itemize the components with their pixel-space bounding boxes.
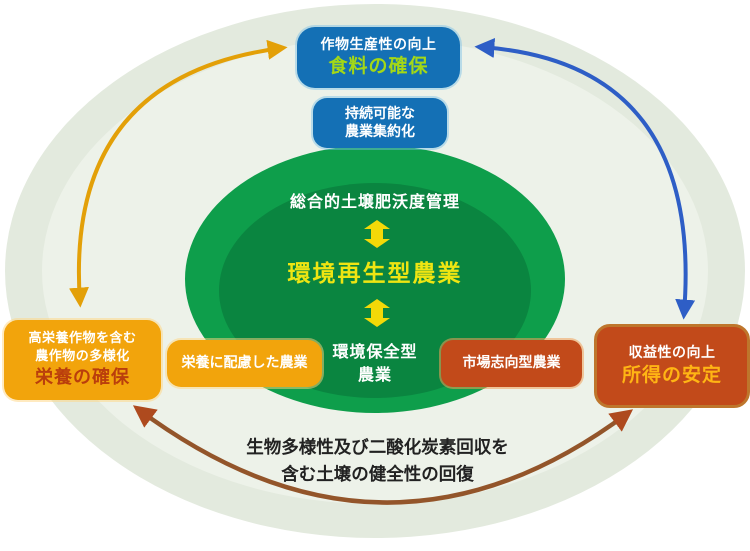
conservation-agriculture-label: 環境保全型 農業 bbox=[275, 340, 475, 386]
conservation-line1: 環境保全型 bbox=[332, 342, 418, 361]
food-security-label: 食料の確保 bbox=[328, 55, 429, 78]
income-stability-label: 所得の安定 bbox=[621, 363, 722, 386]
nutrition-security-box: 高栄養作物を含む 農作物の多様化 栄養の確保 bbox=[4, 320, 161, 400]
caption-line1: 生物多様性及び二酸化炭素回収を bbox=[246, 438, 509, 458]
caption-line2: 含む土壌の健全性の回復 bbox=[281, 465, 474, 485]
soil-health-caption: 生物多様性及び二酸化炭素回収を 含む土壌の健全性の回復 bbox=[175, 435, 580, 489]
food-security-box: 作物生産性の向上 食料の確保 bbox=[297, 27, 460, 88]
nutrition-security-label: 栄養の確保 bbox=[35, 366, 130, 388]
soil-fertility-label: 総合的土壌肥沃度管理 bbox=[289, 192, 460, 211]
crop-productivity-label: 作物生産性の向上 bbox=[320, 36, 437, 53]
market-oriented-farming-label: 市場志向型農業 bbox=[462, 355, 561, 372]
profitability-label: 収益性の向上 bbox=[628, 345, 716, 362]
nutrition-security-line1: 高栄養作物を含む bbox=[28, 331, 137, 347]
nutrition-security-line2: 農作物の多様化 bbox=[35, 348, 130, 364]
sustainable-intensification-box: 持続可能な 農業集約化 bbox=[313, 98, 447, 148]
sustainable-line2: 農業集約化 bbox=[345, 124, 415, 140]
income-stability-box: 収益性の向上 所得の安定 bbox=[594, 324, 750, 408]
sustainable-line1: 持続可能な bbox=[345, 105, 415, 122]
nutrition-sensitive-farming-box: 栄養に配慮した農業 bbox=[167, 340, 322, 387]
market-oriented-farming-box: 市場志向型農業 bbox=[441, 340, 582, 387]
regenerative-agriculture-title: 環境再生型農業 bbox=[287, 261, 463, 287]
nutrition-sensitive-farming-label: 栄養に配慮した農業 bbox=[181, 355, 308, 372]
conservation-line2: 農業 bbox=[357, 365, 392, 384]
